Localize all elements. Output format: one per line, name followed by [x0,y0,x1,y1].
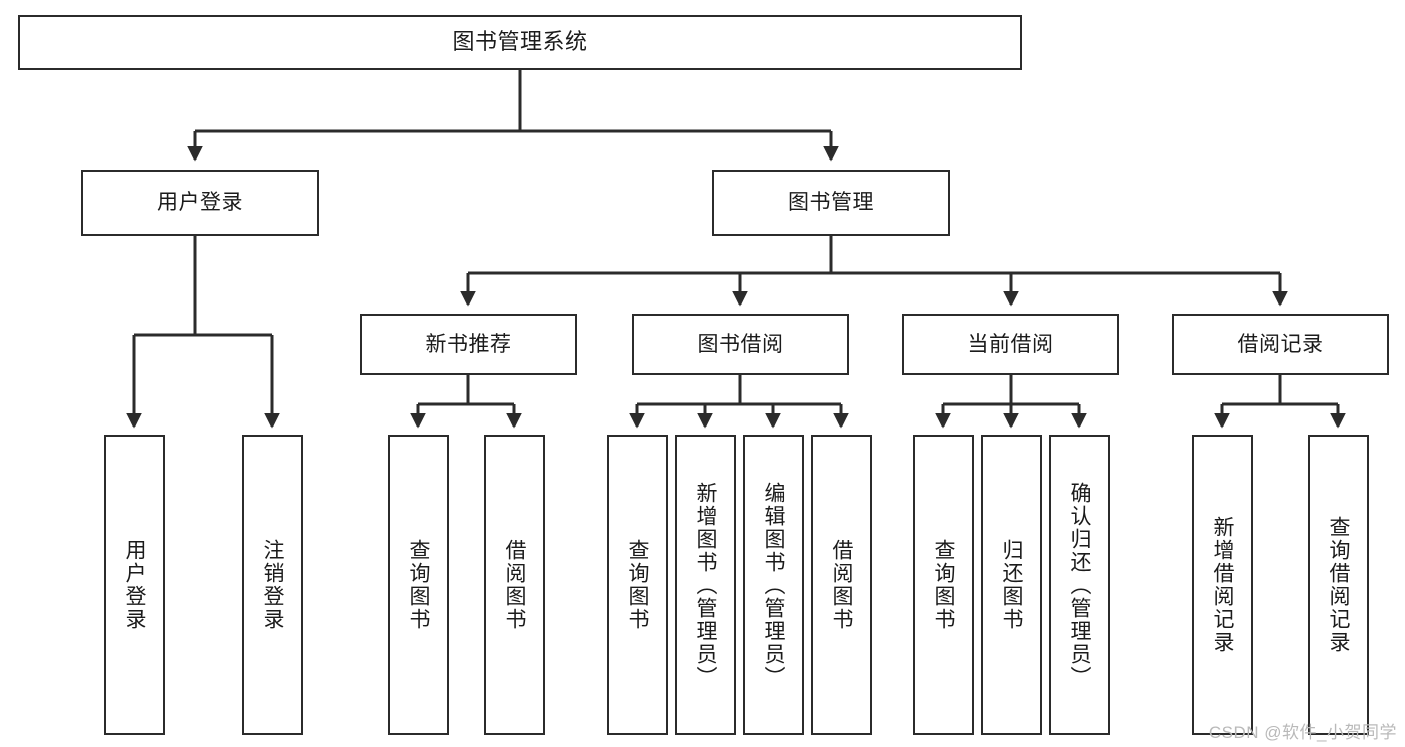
leaf-recommend-borrow-book[interactable]: 借阅图书 [484,435,545,735]
node-label: 查询图书 [407,539,430,631]
node-label: 用户登录 [123,539,146,631]
leaf-borrow-edit-book-admin[interactable]: 编辑图书（管理员） [743,435,804,735]
leaf-borrow-borrow-book[interactable]: 借阅图书 [811,435,872,735]
node-book-management[interactable]: 图书管理 [712,170,950,236]
leaf-record-query-borrow-record[interactable]: 查询借阅记录 [1308,435,1369,735]
node-label: 新增图书（管理员） [694,481,717,689]
node-label: 查询图书 [626,539,649,631]
node-label: 编辑图书（管理员） [762,481,785,689]
node-label: 新书推荐 [425,332,512,356]
node-current-borrow[interactable]: 当前借阅 [902,314,1119,375]
leaf-recommend-query-book[interactable]: 查询图书 [388,435,449,735]
node-label: 归还图书 [1000,539,1023,631]
node-new-book-recommend[interactable]: 新书推荐 [360,314,577,375]
leaf-borrow-query-book[interactable]: 查询图书 [607,435,668,735]
node-label: 查询图书 [932,539,955,631]
node-label: 借阅记录 [1237,332,1324,356]
node-label: 新增借阅记录 [1211,516,1234,654]
leaf-current-confirm-return-admin[interactable]: 确认归还（管理员） [1049,435,1110,735]
leaf-user-login[interactable]: 用户登录 [104,435,165,735]
node-root-system[interactable]: 图书管理系统 [18,15,1022,70]
node-label: 借阅图书 [503,539,526,631]
node-label: 图书借阅 [697,332,784,356]
leaf-record-add-borrow-record[interactable]: 新增借阅记录 [1192,435,1253,735]
node-label: 当前借阅 [967,332,1054,356]
node-label: 图书管理系统 [452,29,588,55]
node-label: 借阅图书 [830,539,853,631]
node-label: 图书管理 [788,191,874,215]
node-label: 确认归还（管理员） [1068,481,1091,689]
node-borrow-record[interactable]: 借阅记录 [1172,314,1389,375]
csdn-watermark: CSDN @软件_小贺同学 [1208,723,1397,742]
leaf-current-return-book[interactable]: 归还图书 [981,435,1042,735]
node-book-borrow[interactable]: 图书借阅 [632,314,849,375]
node-label: 注销登录 [261,539,284,631]
leaf-borrow-add-book-admin[interactable]: 新增图书（管理员） [675,435,736,735]
node-label: 用户登录 [157,191,243,215]
node-user-login[interactable]: 用户登录 [81,170,319,236]
node-label: 查询借阅记录 [1327,516,1350,654]
leaf-current-query-book[interactable]: 查询图书 [913,435,974,735]
leaf-user-logout[interactable]: 注销登录 [242,435,303,735]
